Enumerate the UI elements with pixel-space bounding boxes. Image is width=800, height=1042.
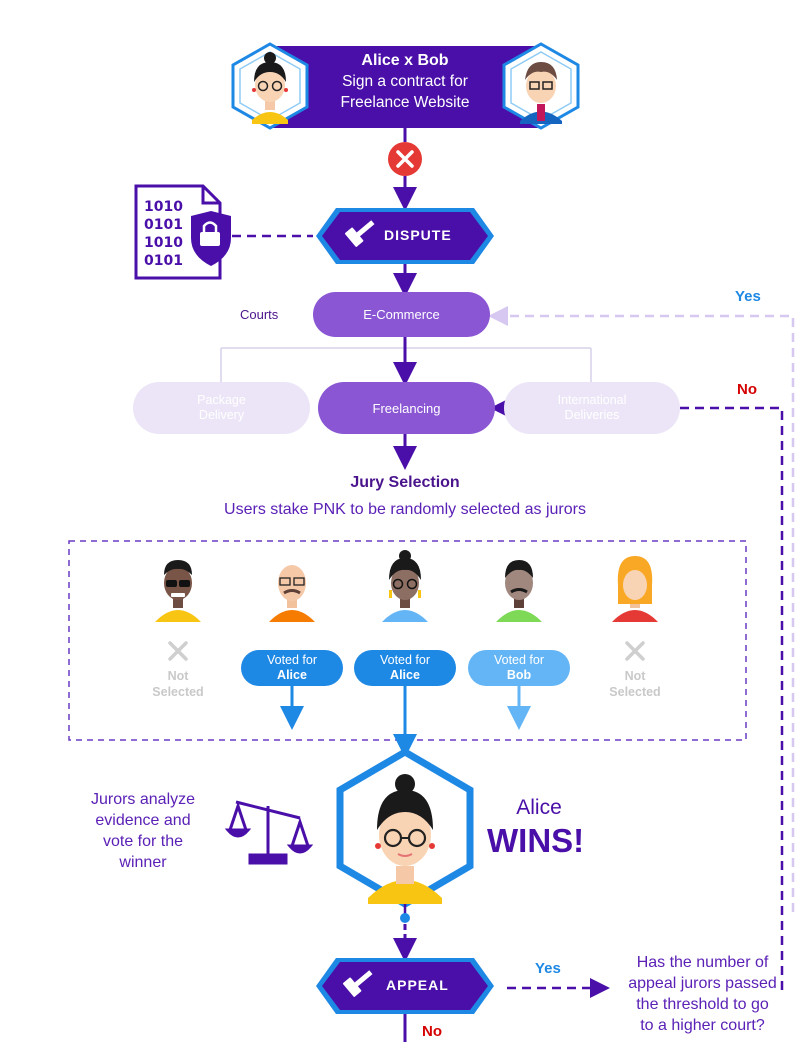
analyze-line: evidence and <box>95 812 191 829</box>
court-freelancing[interactable]: Freelancing <box>318 382 495 434</box>
scales-icon <box>224 800 314 865</box>
contract-line-2: Freelance Website <box>340 94 470 111</box>
vote-label: Voted for <box>493 653 545 667</box>
appeal-question: Has the number of appeal jurors passed t… <box>610 952 795 1036</box>
binary-line: 1010 <box>144 235 183 251</box>
juror-3-vote: Voted for Alice <box>354 650 456 686</box>
analyze-line: Jurors analyze <box>90 791 196 808</box>
question-line: appeal jurors passed <box>628 975 777 992</box>
dispute-banner <box>316 208 494 264</box>
gavel-icon <box>342 970 373 997</box>
juror-avatar-3 <box>382 550 428 622</box>
vote-choice: Alice <box>277 668 307 682</box>
vote-label: Voted for <box>266 653 318 667</box>
juror-avatar-2 <box>269 565 315 622</box>
analyze-line: winner <box>119 854 167 871</box>
winner-result: WINS! <box>487 822 585 859</box>
contract-title: Alice x Bob <box>361 52 449 69</box>
not-selected-x-icon <box>625 641 645 661</box>
juror-4-vote: Voted for Bob <box>468 650 570 686</box>
vote-label: Voted for <box>379 653 431 667</box>
appeal-no-label: No <box>422 1023 442 1040</box>
binary-line: 1010 <box>144 199 183 215</box>
gavel-icon <box>344 220 375 247</box>
winner-avatar-hex <box>336 747 474 909</box>
vote-choice: Bob <box>506 668 532 682</box>
yes-loop-line <box>488 306 795 912</box>
yes-label: Yes <box>735 288 761 305</box>
bob-avatar-hex <box>502 42 580 130</box>
juror-5-status: Not Selected <box>609 669 661 699</box>
binary-line: 0101 <box>144 253 183 269</box>
cancel-icon <box>388 142 422 176</box>
juror-1-status: Not Selected <box>152 669 204 699</box>
juror-2-vote: Voted for Alice <box>241 650 343 686</box>
court-ecommerce[interactable]: E-Commerce <box>313 292 490 337</box>
no-label: No <box>737 381 757 398</box>
question-line: Has the number of <box>636 954 769 971</box>
contract-banner <box>231 42 580 130</box>
appeal-label: APPEAL <box>386 977 449 993</box>
appeal-yes-label: Yes <box>535 960 561 977</box>
analyze-line: vote for the <box>102 833 184 850</box>
winner-name: Alice <box>516 796 562 819</box>
question-line: the threshold to go <box>636 996 769 1013</box>
contract-line-1: Sign a contract for <box>342 73 468 90</box>
juror-avatar-5 <box>612 556 658 622</box>
juror-avatar-1 <box>155 560 201 622</box>
vote-choice: Alice <box>390 668 420 682</box>
appeal-banner <box>316 958 494 1014</box>
evidence-binary: 1010 0101 1010 0101 <box>144 198 183 270</box>
juror-avatar-4 <box>496 560 542 622</box>
not-selected-x-icon <box>168 641 188 661</box>
dispute-label: DISPUTE <box>384 227 452 243</box>
evidence-document-icon <box>134 184 231 280</box>
court-international-deliveries[interactable]: International Deliveries <box>504 382 680 434</box>
binary-line: 0101 <box>144 217 183 233</box>
jury-selection-subtitle: Users stake PNK to be randomly selected … <box>224 501 586 518</box>
question-line: to a higher court? <box>640 1017 765 1034</box>
jury-selection-title: Jury Selection <box>350 474 460 491</box>
court-package-delivery[interactable]: Package Delivery <box>133 382 310 434</box>
alice-avatar-hex <box>231 42 309 130</box>
courts-label: Courts <box>240 307 279 322</box>
jurors-analyze-text: Jurors analyze evidence and vote for the… <box>70 789 216 873</box>
